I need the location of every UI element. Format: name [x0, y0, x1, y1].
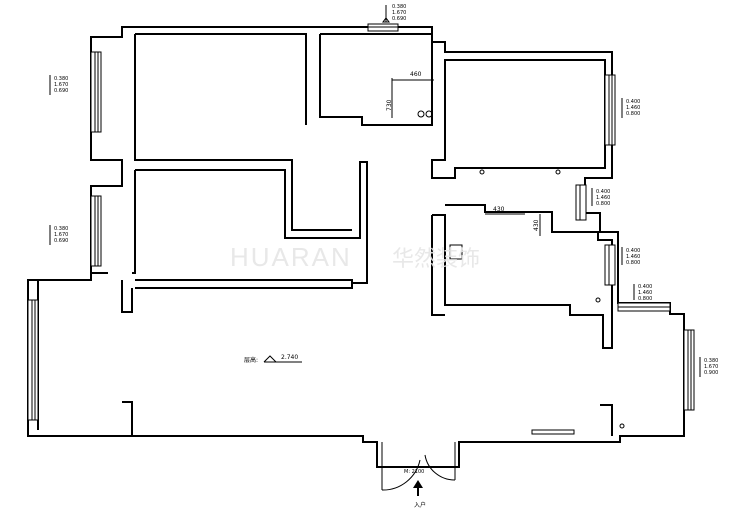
window-spec-top: 0.380 1.670 0.690 [382, 4, 406, 23]
svg-text:0.380: 0.380 [54, 226, 68, 232]
window-spec-right-mid: 0.400 1.460 0.800 [591, 188, 610, 207]
svg-text:0.380: 0.380 [392, 4, 406, 10]
window-spec-right-far: 0.380 1.670 0.900 [699, 357, 718, 377]
floor-drain-marker [595, 297, 601, 303]
svg-text:0.690: 0.690 [54, 88, 68, 94]
svg-text:0.400: 0.400 [638, 284, 652, 290]
hall-top-wall [135, 279, 353, 289]
level-note: 层高: 2.740 [244, 354, 302, 364]
watermark: HUARAN 华然装饰 [230, 242, 480, 272]
radiator [531, 429, 575, 435]
svg-text:1.670: 1.670 [54, 82, 68, 88]
svg-text:0.380: 0.380 [704, 358, 718, 364]
window-left-hall [27, 299, 39, 421]
svg-text:0.400: 0.400 [626, 248, 640, 254]
svg-text:1.670: 1.670 [704, 364, 718, 370]
bath-wall [319, 33, 433, 126]
svg-text:730: 730 [386, 99, 393, 111]
svg-text:0.800: 0.800 [626, 260, 640, 266]
window-right-far [683, 329, 695, 411]
svg-text:0.800: 0.800 [638, 296, 652, 302]
door-note: M: 2100 [404, 469, 424, 475]
window-spec-right-upper: 0.400 1.460 0.800 [621, 98, 640, 118]
window-right-lower [604, 244, 616, 286]
dimension-430a: 430 [485, 206, 525, 215]
window-right-upper [604, 74, 616, 146]
entrance-arrow-icon [413, 480, 423, 496]
svg-text:0.400: 0.400 [596, 189, 610, 195]
plumbing-marker-kitchen [479, 169, 561, 175]
window-spec-left-upper: 0.380 1.670 0.690 [49, 75, 68, 95]
svg-text:0.800: 0.800 [596, 201, 610, 207]
outer-wall [27, 26, 685, 468]
window-right-mid [575, 184, 587, 221]
storage-wall [431, 204, 613, 349]
svg-text:0.800: 0.800 [626, 111, 640, 117]
window-left-upper [90, 51, 102, 133]
svg-text:1.460: 1.460 [596, 195, 610, 201]
window-top [367, 23, 399, 32]
hall-piers [121, 288, 613, 436]
window-left-lower [90, 195, 102, 267]
bedroom-lower-wall [132, 161, 368, 284]
svg-text:1.670: 1.670 [392, 10, 406, 16]
dimension-730: 730 [386, 88, 393, 118]
kitchen-wall [431, 59, 606, 179]
svg-text:2.740: 2.740 [281, 354, 298, 361]
corridor-wall [28, 185, 123, 430]
dimension-430b: 430 [533, 214, 541, 236]
svg-text:0.690: 0.690 [54, 238, 68, 244]
svg-text:0.400: 0.400 [626, 99, 640, 105]
svg-text:1.670: 1.670 [54, 232, 68, 238]
plumbing-marker-bath [417, 110, 433, 118]
svg-text:层高:: 层高: [244, 356, 258, 364]
electric-box [449, 244, 463, 260]
svg-text:0.900: 0.900 [704, 370, 718, 376]
svg-text:HUARAN: HUARAN [230, 242, 352, 272]
svg-text:1.460: 1.460 [638, 290, 652, 296]
svg-text:0.380: 0.380 [54, 76, 68, 82]
svg-text:1.460: 1.460 [626, 254, 640, 260]
entrance-label: 入户 [414, 501, 426, 509]
window-spec-right-lower: 0.400 1.460 0.800 [621, 247, 640, 266]
svg-text:460: 460 [410, 71, 422, 78]
svg-text:华然装饰: 华然装饰 [392, 247, 480, 272]
entrance-door [381, 442, 456, 491]
svg-text:1.460: 1.460 [626, 105, 640, 111]
svg-text:430: 430 [493, 206, 505, 213]
bedroom-upper-wall [134, 33, 352, 231]
svg-text:0.690: 0.690 [392, 16, 406, 22]
corner-marker [619, 423, 625, 429]
svg-text:430: 430 [533, 219, 540, 231]
window-spec-left-lower: 0.380 1.670 0.690 [49, 225, 68, 245]
window-spec-right-corner: 0.400 1.460 0.800 [633, 284, 652, 302]
window-right-corner [617, 302, 671, 312]
